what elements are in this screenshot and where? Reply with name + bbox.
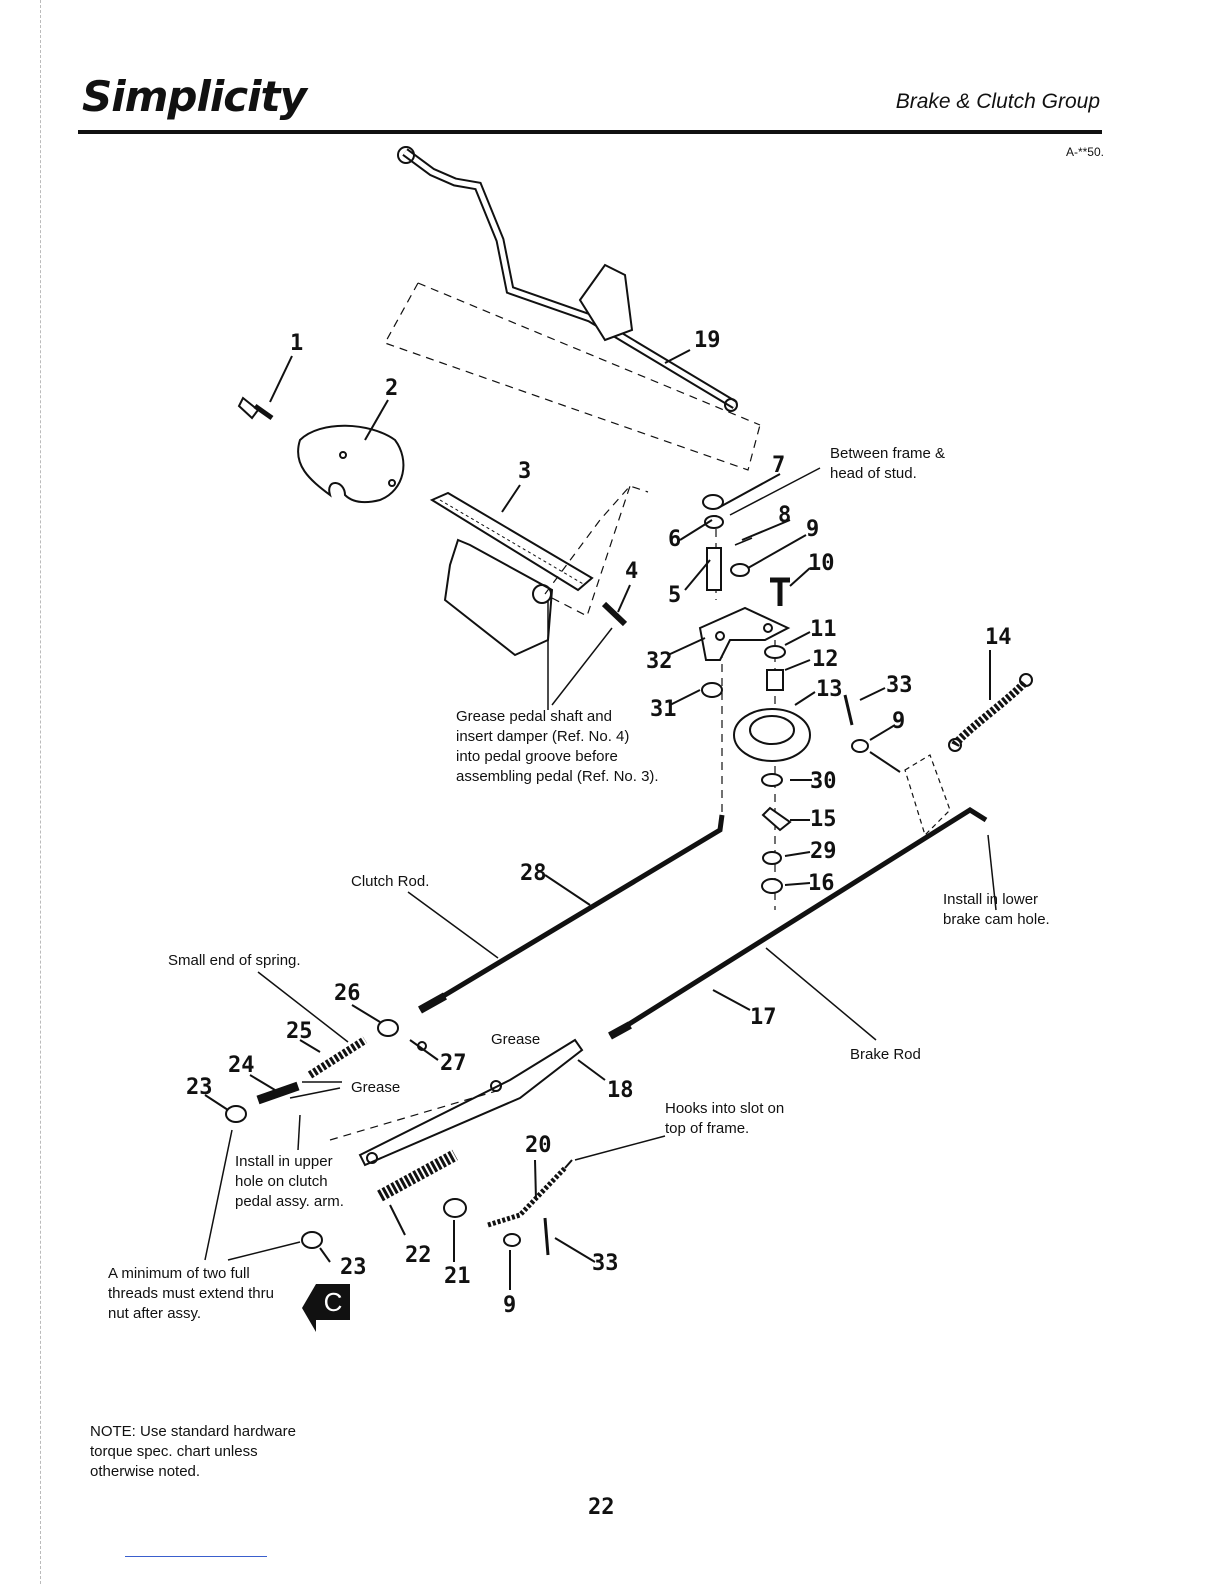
page-number: 22	[588, 1495, 615, 1520]
simplicity-logo: Simplicity	[82, 72, 307, 121]
part-ref-2: 2	[385, 376, 398, 401]
part-ref-32: 32	[646, 649, 673, 674]
part-ref-30: 30	[810, 769, 837, 794]
part-ref-10: 10	[808, 551, 835, 576]
part-ref-9: 9	[892, 709, 905, 734]
part-ref-25: 25	[286, 1019, 313, 1044]
callout-grease-1: Grease	[491, 1031, 541, 1048]
clutch-pedal	[429, 491, 594, 657]
part-ref-24: 24	[228, 1053, 255, 1078]
callout-grease-2: Grease	[351, 1079, 401, 1096]
insert-damper	[601, 601, 628, 627]
torque-note: NOTE: Use standard hardware torque spec.…	[90, 1423, 296, 1480]
bottom-link-line	[125, 1556, 267, 1557]
hardware-stack	[698, 494, 811, 894]
callout-min-threads: A minimum of two full threads must exten…	[108, 1265, 274, 1322]
part-ref-29: 29	[810, 839, 837, 864]
part-ref-8: 8	[778, 503, 791, 528]
part-ref-15: 15	[810, 807, 837, 832]
part-ref-33: 33	[886, 673, 913, 698]
part-ref-19: 19	[694, 328, 721, 353]
section-title: Brake & Clutch Group	[895, 90, 1100, 113]
clutch-rod	[418, 814, 725, 1014]
part-ref-9: 9	[806, 517, 819, 542]
callout-hooks-slot: Hooks into slot on top of frame.	[665, 1100, 785, 1137]
callout-install-upper: Install in upper hole on clutch pedal as…	[235, 1153, 344, 1210]
drawing-code: A-**50.	[1065, 145, 1104, 159]
callout-small-end-spring: Small end of spring.	[168, 952, 301, 969]
callout-grease-pedal: Grease pedal shaft and insert damper (Re…	[456, 708, 659, 785]
part-ref-21: 21	[444, 1264, 471, 1289]
part-ref-31: 31	[650, 697, 677, 722]
callout-brake-rod: Brake Rod	[850, 1046, 921, 1063]
part-ref-28: 28	[520, 861, 547, 886]
part-ref-17: 17	[750, 1005, 777, 1030]
part-ref-20: 20	[525, 1133, 552, 1158]
part-ref-6: 6	[668, 527, 681, 552]
page-edge	[40, 0, 41, 1584]
clutch-pedal-arm	[358, 1038, 584, 1167]
part-ref-16: 16	[808, 871, 835, 896]
part-ref-14: 14	[985, 625, 1012, 650]
callout-clutch-rod: Clutch Rod.	[351, 873, 430, 890]
part-ref-27: 27	[440, 1051, 467, 1076]
brake-rod	[608, 807, 988, 1040]
mounting-plate	[297, 424, 405, 504]
section-tab-arrow	[302, 1284, 316, 1332]
brake-spring	[948, 673, 1033, 752]
part-ref-4: 4	[625, 559, 638, 584]
part-ref-1: 1	[290, 331, 303, 356]
pedal-shaft	[397, 146, 738, 412]
section-tab-c: C	[316, 1284, 350, 1320]
part-ref-11: 11	[810, 617, 837, 642]
part-ref-18: 18	[607, 1078, 634, 1103]
part-ref-23: 23	[186, 1075, 213, 1100]
part-ref-5: 5	[668, 583, 681, 608]
header-rule	[78, 130, 1102, 134]
part-ref-33: 33	[592, 1251, 619, 1276]
part-ref-22: 22	[405, 1243, 432, 1268]
part-ref-3: 3	[518, 459, 531, 484]
part-ref-9: 9	[503, 1293, 516, 1318]
part-ref-13: 13	[816, 677, 843, 702]
part-ref-23: 23	[340, 1255, 367, 1280]
callout-between-frame: Between frame & head of stud.	[830, 445, 946, 482]
bolt	[237, 396, 274, 421]
callout-install-lower: Install in lower brake cam hole.	[943, 891, 1050, 928]
part-ref-12: 12	[812, 647, 839, 672]
part-ref-7: 7	[772, 453, 785, 478]
part-ref-26: 26	[334, 981, 361, 1006]
